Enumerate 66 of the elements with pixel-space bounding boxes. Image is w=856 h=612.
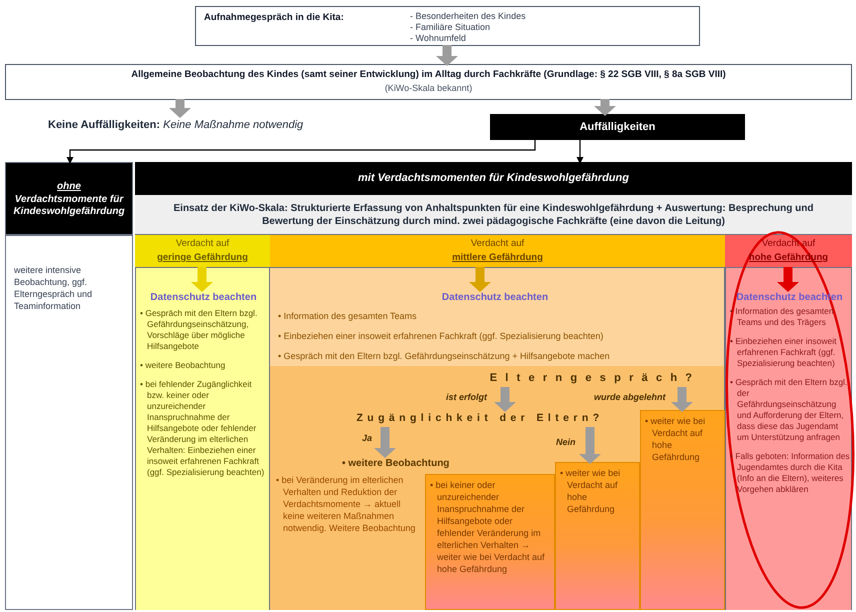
column-header	[725, 235, 852, 268]
box-text: Aufnahmegespräch in die Kita:	[204, 11, 345, 25]
box-text: Auffälligkeiten	[580, 120, 656, 135]
intake-box	[195, 6, 700, 46]
bullet-text: • Gespräch mit den Eltern bzgl. Gefährdungseinschätzung + Hilfsangebote machen	[278, 350, 611, 362]
edge-label: Nein	[556, 436, 576, 449]
arrow	[777, 267, 799, 292]
bullet-text: • Einbeziehen einer insoweit erfahrenen Fachkraft (ggf. Spezialisierung beachten)	[730, 336, 838, 369]
decision-box	[490, 114, 745, 140]
arrow	[579, 427, 601, 464]
note-text: Datenschutz beachten	[150, 290, 257, 304]
bullet-text: • Einbeziehen einer insoweit erfahrenen Fachkraft (ggf. Spezialisierung beachten)	[278, 330, 604, 342]
list-text: - Wohnumfeld	[410, 33, 467, 44]
list-text: - Familiäre Situation	[410, 22, 492, 33]
method-box	[135, 195, 852, 235]
arrow	[594, 99, 616, 116]
arrow	[436, 45, 458, 66]
header-text: Verdachtsmomente für Kindeswohlgefährdung	[12, 194, 126, 218]
outcome-box	[640, 410, 725, 610]
edge-label: wurde abgelehnt	[594, 391, 666, 404]
box-text: Einsatz der KiWo-Skala: Strukturierte Erfassung von Anhaltspunkten für eine Kindeswohlgefährdung + Auswertung: Besprechung und Bewertung der Einschätzung durch mind. zwei pädagogische Fachkräfte (eine davon die Leitung)	[172, 202, 814, 228]
bullet-text: • weitere Beobachtung	[140, 360, 226, 371]
question-text: Elterngespräch?	[490, 370, 700, 386]
bullet-text: • Gespräch mit den Eltern bzgl. der Gefährdungseinschätzung und Aufforderung der Eltern, dass diese das Jugendamt um Unterstützung anfragen	[730, 377, 848, 443]
column-header	[270, 235, 725, 268]
header-text: mit Verdachtsmomenten für Kindeswohlgefährdung	[358, 171, 629, 186]
column-header	[5, 162, 133, 235]
list-text: - Besonderheiten des Kindes	[410, 11, 526, 22]
bullet-text: • weitere Beobachtung	[342, 457, 450, 471]
arrow	[469, 267, 491, 292]
bullet-text: • weiter wie bei Verdacht auf hohe Gefährdung	[560, 467, 622, 515]
header-text: geringe Gefährdung	[157, 251, 248, 265]
body-text: weitere intensive Beobachtung, ggf. Elterngespräch und Teaminformation	[14, 264, 94, 312]
result-text: Keine Auffälligkeiten: Keine Maßnahme notwendig	[48, 118, 304, 133]
header-text: Verdacht auf	[762, 236, 816, 251]
question-text: Zugänglichkeit der Eltern?	[356, 411, 604, 426]
header-text: mittlere Gefährdung	[452, 251, 543, 265]
outcome-box	[555, 462, 640, 610]
bullet-text: • bei keiner oder unzureichender Inanspruchnahme der Hilfsangebote oder fehlender Veränderung im elterlichen Verhalten → weiter wie bei Verdacht auf hohe Gefährdung	[430, 479, 546, 575]
arrow	[191, 267, 213, 292]
column-body	[270, 268, 725, 610]
edge-label: Ja	[362, 432, 372, 445]
arrow	[374, 427, 396, 458]
arrow	[671, 387, 693, 412]
process-box	[5, 64, 852, 100]
outcome-box	[425, 474, 555, 610]
arrow	[494, 387, 516, 412]
bullet-text: • weiter wie bei Verdacht auf hohe Gefährdung	[645, 415, 706, 463]
bullet-text: • Gespräch mit den Eltern bzgl. Gefährdungseinschätzung, Vorschläge über mögliche Hilfsangebote	[140, 308, 258, 352]
column-body	[5, 235, 133, 610]
arrow	[576, 139, 584, 164]
bullet-text: • bei fehlender Zugänglichkeit bzw. keiner oder unzureichender Inanspruchnahme der Hilfsangebote oder fehlender Veränderung im elterlichen Verhalten: Einbeziehen einer insoweit erfahrenen Fachkraft (ggf. Spezialisierung beachten)	[140, 379, 266, 478]
arrow	[169, 99, 191, 118]
box-text: (KiWo-Skala bekannt)	[384, 82, 472, 96]
section-header	[135, 162, 852, 195]
bullet-text: • bei Veränderung im elterlichen Verhalten und Reduktion der Verdachtsmomente → aktuell keine weiteren Maßnahmen notwendig. Weitere Beobachtung	[276, 474, 416, 534]
column-header	[135, 235, 270, 268]
header-text: ohne	[57, 180, 81, 194]
header-text: Verdacht auf	[470, 236, 524, 251]
edge-label: ist erfolgt	[446, 391, 488, 404]
header-text: Verdacht auf	[176, 236, 230, 251]
box-text: Allgemeine Beobachtung des Kindes (samt seiner Entwicklung) im Alltag durch Fachkräfte (Grundlage: § 22 SGB VIII, § 8a SGB VIII)	[131, 68, 726, 82]
arrow	[66, 139, 536, 164]
note-text: Datenschutz beachten	[442, 290, 548, 304]
column-body	[135, 268, 270, 610]
bullet-text: • Information des gesamten Teams	[278, 310, 418, 322]
